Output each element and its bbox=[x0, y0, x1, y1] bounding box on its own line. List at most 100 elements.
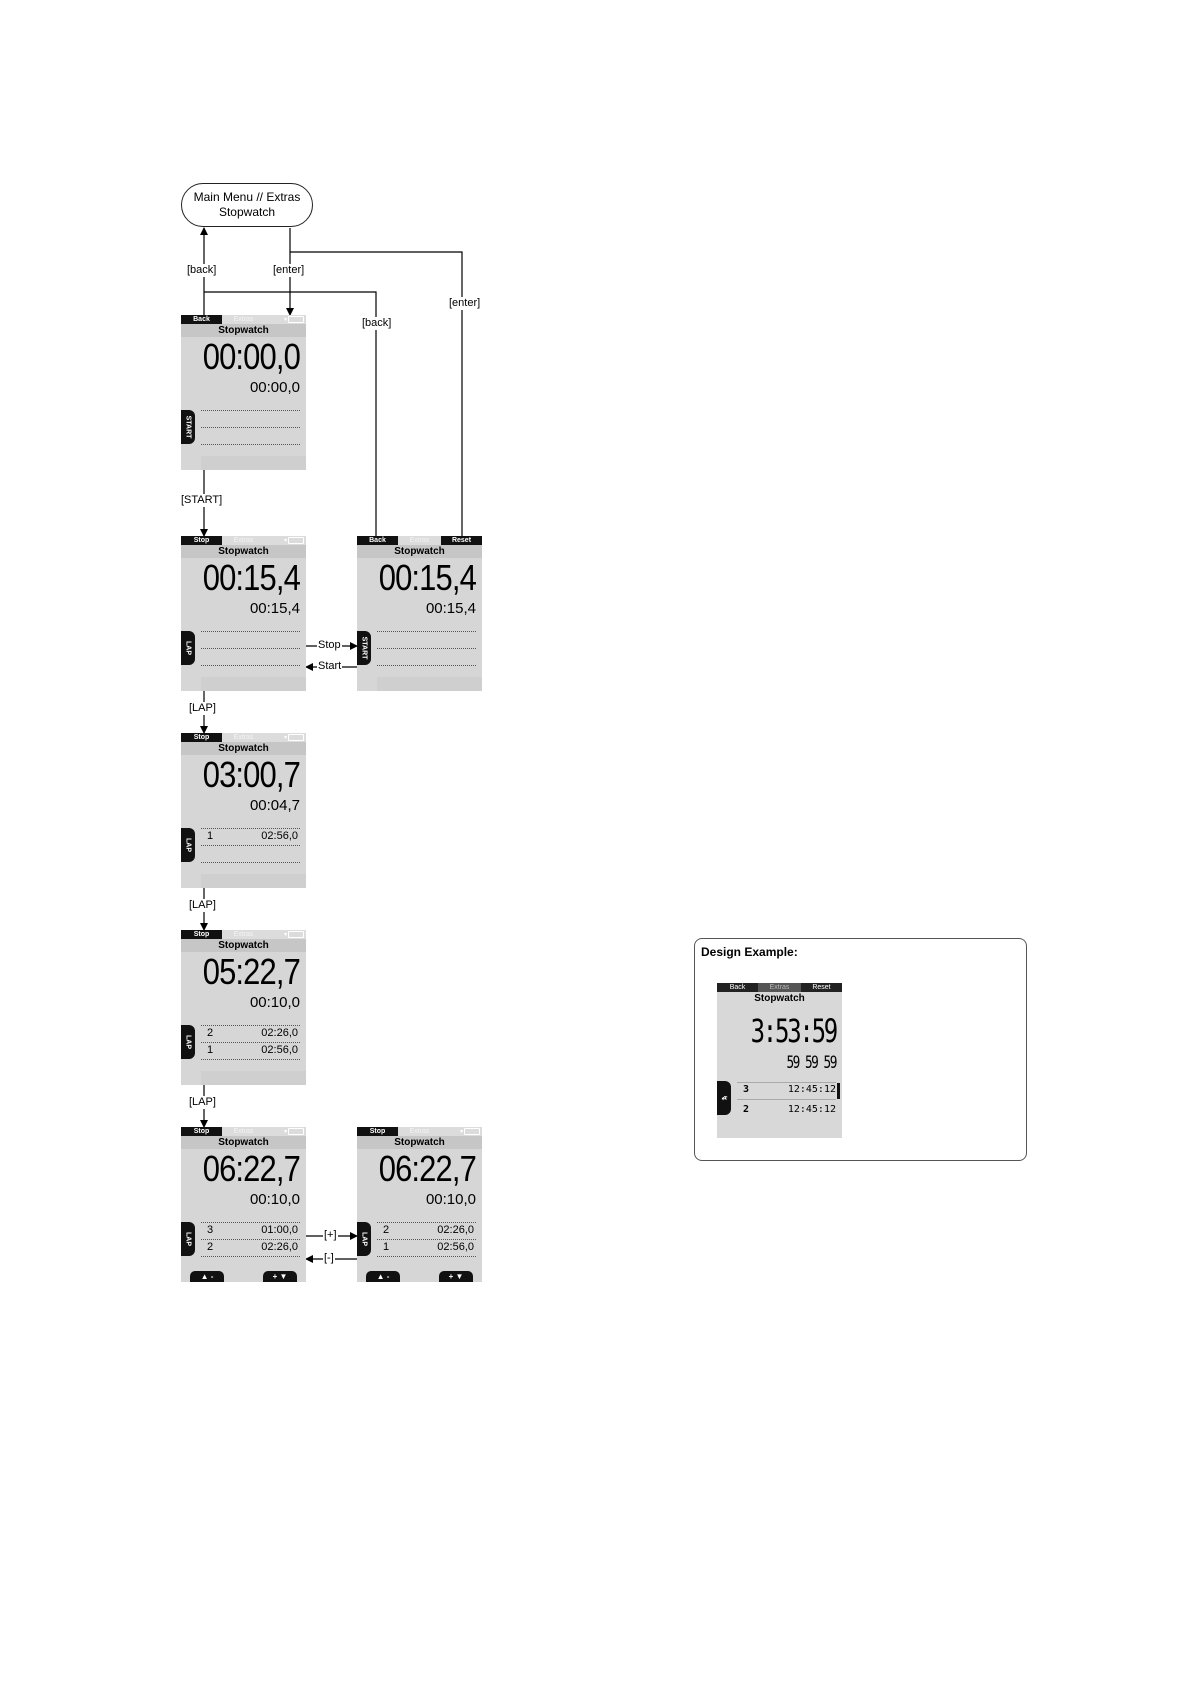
side-tab-lap[interactable]: LAP bbox=[181, 828, 195, 862]
status-icons: ▾ bbox=[284, 931, 304, 939]
lap-number: 3 bbox=[743, 1084, 750, 1095]
softkey-left[interactable]: Stop bbox=[181, 733, 222, 742]
total-time: 05:22,7 bbox=[202, 951, 301, 992]
label-enter-reset: [enter] bbox=[448, 297, 482, 310]
side-tab-start[interactable]: START bbox=[181, 410, 195, 444]
scroll-down-button[interactable]: + ▼ bbox=[263, 1271, 297, 1282]
lap-divider bbox=[201, 828, 300, 829]
scroll-down-button[interactable]: + ▼ bbox=[439, 1271, 473, 1282]
status-icons: ▾ bbox=[284, 1128, 304, 1136]
lap-icon: ↯ bbox=[720, 1095, 727, 1101]
softkey-left[interactable]: Back bbox=[357, 536, 398, 545]
lap-divider bbox=[377, 648, 476, 649]
lap-time: 00:00,0 bbox=[249, 379, 300, 396]
lap-divider bbox=[377, 1239, 476, 1240]
side-tab-lap[interactable]: ↯ bbox=[717, 1081, 731, 1115]
screen-header-title: Extras bbox=[233, 537, 254, 544]
lap-split: 01:00,0 bbox=[261, 1224, 298, 1236]
softkey-right[interactable]: Reset bbox=[441, 536, 482, 545]
lap-divider bbox=[201, 631, 300, 632]
status-icons: ▾ bbox=[284, 734, 304, 742]
lap-divider bbox=[201, 1239, 300, 1240]
screen-header-bar bbox=[357, 1127, 482, 1136]
side-tab-label: LAP bbox=[360, 1232, 368, 1246]
lap-divider bbox=[201, 845, 300, 846]
label-lap-1: [LAP] bbox=[188, 702, 217, 715]
design-example-box: Design Example: Back Extras Reset Stopwa… bbox=[694, 938, 1027, 1161]
battery-icon bbox=[288, 734, 304, 741]
screen-header-bar bbox=[717, 983, 842, 992]
side-tab-lap[interactable]: LAP bbox=[357, 1222, 371, 1256]
side-tab-lap[interactable]: LAP bbox=[181, 1222, 195, 1256]
side-tab-label: START bbox=[360, 636, 368, 660]
status-icons: ▾ bbox=[460, 1128, 480, 1136]
screen-footer bbox=[201, 1071, 306, 1085]
screen-footer bbox=[201, 456, 306, 470]
screen-stopwatch-stopped: Back Extras Reset Stopwatch 00:15,4 00:1… bbox=[357, 536, 482, 691]
screen-title: Stopwatch bbox=[717, 992, 842, 1005]
screen-stopwatch-lap2: Stop Extras ▾ Stopwatch 05:22,7 00:10,0 … bbox=[181, 930, 306, 1085]
screen-footer bbox=[201, 677, 306, 691]
lap-number: 2 bbox=[383, 1224, 390, 1236]
label-start-back: Start bbox=[317, 660, 343, 673]
screen-header-title: Extras bbox=[409, 537, 430, 544]
battery-icon bbox=[288, 1128, 304, 1135]
lap-divider bbox=[201, 1222, 300, 1223]
screen-footer bbox=[201, 874, 306, 888]
battery-icon bbox=[464, 1128, 480, 1135]
label-back: [back] bbox=[186, 264, 218, 277]
softkey-left[interactable]: Stop bbox=[357, 1127, 398, 1136]
lap-number: 1 bbox=[207, 1044, 214, 1056]
battery-icon bbox=[288, 931, 304, 938]
scrollbar-thumb[interactable] bbox=[837, 1083, 840, 1099]
lap-divider bbox=[201, 410, 300, 411]
label-minus: [-] bbox=[323, 1252, 335, 1265]
lap-divider bbox=[377, 665, 476, 666]
screen-header-bar bbox=[357, 536, 482, 545]
label-lap-2: [LAP] bbox=[188, 899, 217, 912]
screen-header-title: Extras bbox=[233, 316, 254, 323]
screen-stopwatch-scrolled: Stop Extras ▾ Stopwatch 06:22,7 00:10,0 … bbox=[357, 1127, 482, 1282]
start-node-main-menu: Main Menu // Extras Stopwatch bbox=[181, 183, 313, 227]
side-tab-lap[interactable]: LAP bbox=[181, 1025, 195, 1059]
screen-title: Stopwatch bbox=[357, 1136, 482, 1149]
start-node-line1: Main Menu // Extras bbox=[193, 190, 301, 204]
softkey-left[interactable]: Back bbox=[717, 983, 758, 992]
lap-time: 00:10,0 bbox=[249, 1191, 300, 1208]
lap-time: 00:15,4 bbox=[425, 600, 476, 617]
lap-number: 1 bbox=[383, 1241, 390, 1253]
side-tab-start[interactable]: START bbox=[357, 631, 371, 665]
total-time: 03:00,7 bbox=[202, 754, 301, 795]
softkey-left[interactable]: Stop bbox=[181, 536, 222, 545]
softkey-left[interactable]: Stop bbox=[181, 930, 222, 939]
lap-split: 12:45:12 bbox=[787, 1104, 836, 1115]
side-tab-lap[interactable]: LAP bbox=[181, 631, 195, 665]
lap-number: 1 bbox=[207, 830, 214, 842]
status-icons: ▾ bbox=[284, 316, 304, 324]
signal-icon: ▾ bbox=[283, 538, 288, 545]
screen-header-title: Extras bbox=[233, 734, 254, 741]
screen-title: Stopwatch bbox=[181, 1136, 306, 1149]
scroll-up-button[interactable]: ▲ - bbox=[190, 1271, 224, 1282]
screen-title: Stopwatch bbox=[181, 939, 306, 952]
softkey-left[interactable]: Stop bbox=[181, 1127, 222, 1136]
lap-time: 00:10,0 bbox=[425, 1191, 476, 1208]
scroll-up-button[interactable]: ▲ - bbox=[366, 1271, 400, 1282]
softkey-right[interactable]: Reset bbox=[801, 983, 842, 992]
screen-header-title: Extras bbox=[233, 1128, 254, 1135]
lap-divider bbox=[201, 1025, 300, 1026]
softkey-left[interactable]: Back bbox=[181, 315, 222, 324]
lap-number: 2 bbox=[207, 1241, 214, 1253]
total-time: 00:15,4 bbox=[202, 557, 301, 598]
lap-split: 02:56,0 bbox=[261, 830, 298, 842]
lap-split: 12:45:12 bbox=[787, 1084, 836, 1095]
screen-title: Stopwatch bbox=[181, 324, 306, 337]
start-node-line2: Stopwatch bbox=[218, 205, 276, 219]
side-tab-label: LAP bbox=[184, 1035, 192, 1049]
design-example-title: Design Example: bbox=[701, 945, 798, 959]
label-back-reset: [back] bbox=[361, 317, 393, 330]
lap-divider bbox=[201, 1042, 300, 1043]
label-enter: [enter] bbox=[272, 264, 306, 277]
side-tab-label: LAP bbox=[184, 1232, 192, 1246]
